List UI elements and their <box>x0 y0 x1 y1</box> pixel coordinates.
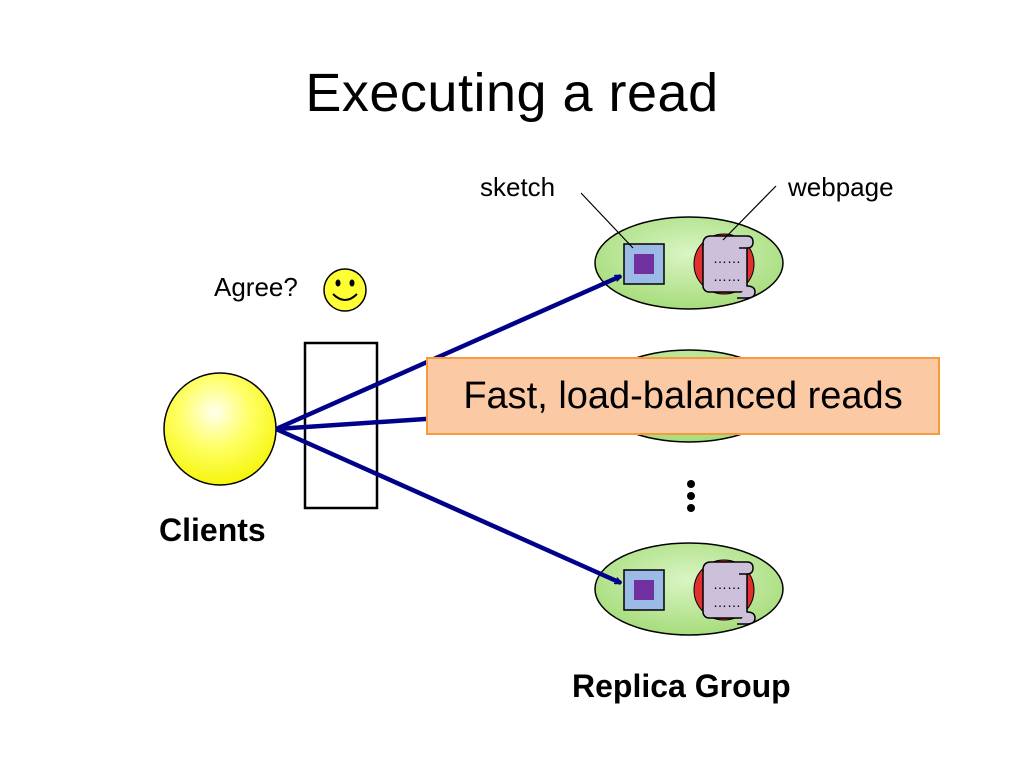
webpage-icon: …… …… <box>693 559 756 625</box>
replica-node-bottom: …… …… <box>594 542 784 636</box>
svg-text:……: …… <box>713 268 741 284</box>
smiley-face-icon <box>323 268 367 312</box>
sketch-leader-line <box>580 192 634 249</box>
webpage-leader-line <box>722 185 777 241</box>
clients-label: Clients <box>159 512 266 548</box>
callout-text: Fast, load-balanced reads <box>463 374 903 417</box>
arrow-to-top-replica <box>275 273 621 432</box>
vertical-ellipsis-icon <box>687 480 695 512</box>
svg-text:……: …… <box>713 250 741 266</box>
svg-text:……: …… <box>713 576 741 592</box>
client-node <box>163 372 277 486</box>
arrow-to-middle-replica <box>275 415 441 432</box>
arrow-to-bottom-replica <box>275 426 621 586</box>
svg-text:……: …… <box>713 594 741 610</box>
callout-box: Fast, load-balanced reads <box>426 357 940 435</box>
slide-title: Executing a read <box>305 63 719 123</box>
sketch-label: sketch <box>480 172 556 202</box>
sketch-icon <box>623 569 665 611</box>
replica-group-label: Replica Group <box>572 668 791 704</box>
sketch-icon <box>623 243 665 285</box>
webpage-icon: …… …… <box>693 233 756 299</box>
agree-label: Agree? <box>214 272 298 302</box>
replica-node-top: …… …… <box>594 216 784 310</box>
webpage-label: webpage <box>788 172 894 202</box>
